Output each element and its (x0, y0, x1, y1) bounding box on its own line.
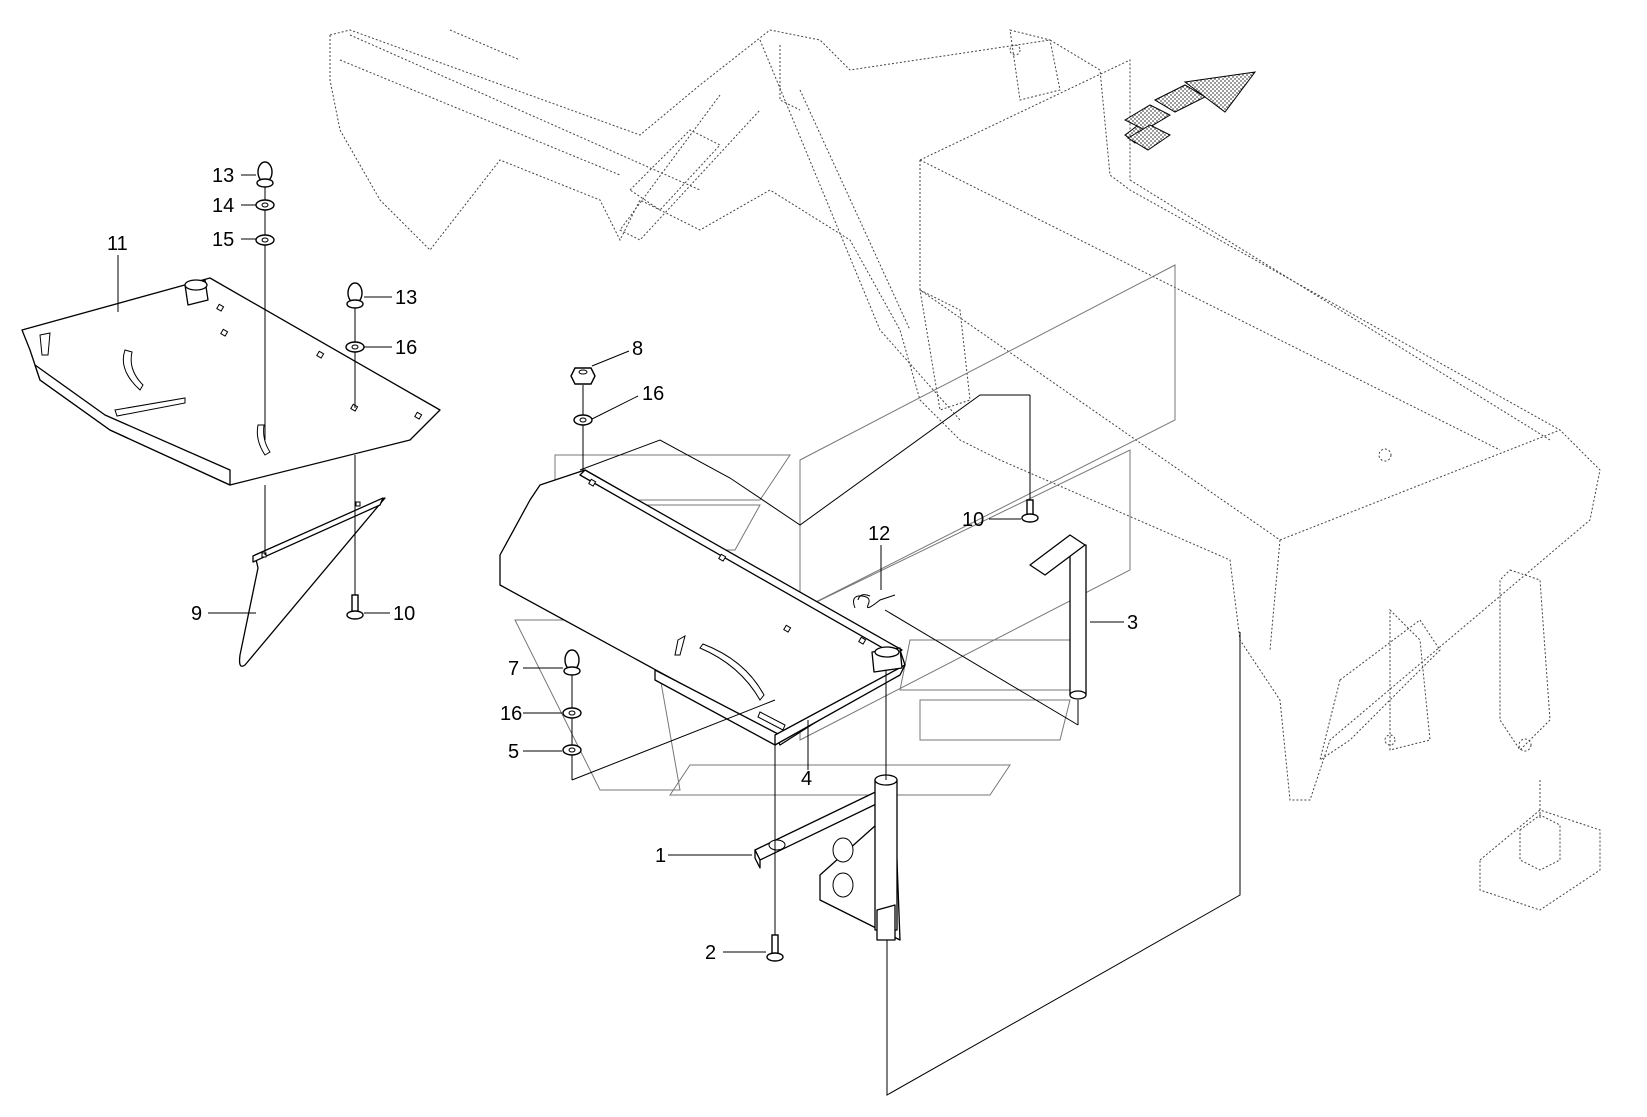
callout-7: 7 (508, 658, 519, 680)
callout-15: 15 (212, 229, 234, 251)
bolt-10-left (346, 594, 364, 620)
direction-arrow (1123, 71, 1257, 151)
part-11-left-plate (21, 277, 441, 486)
part-4-center-plate (499, 469, 906, 746)
washer-14 (255, 199, 275, 211)
callout-5: 5 (508, 741, 519, 763)
left-fastener-lines (264, 185, 356, 600)
callout-11: 11 (107, 233, 128, 255)
callout-13-lower: 13 (395, 287, 417, 309)
callout-10-right: 10 (962, 509, 984, 531)
nut-8 (570, 367, 596, 385)
callout-1: 1 (655, 845, 666, 867)
callout-3: 3 (1127, 612, 1138, 634)
washer-16-left (345, 341, 365, 353)
part-1-pivot-bracket (754, 774, 901, 941)
callout-14: 14 (212, 195, 234, 217)
washer-5 (562, 744, 582, 756)
washer-15 (255, 234, 275, 246)
callout-9: 9 (191, 603, 202, 625)
callout-16-lower: 16 (500, 703, 522, 725)
callout-labels: 13 14 15 11 13 16 9 10 8 16 7 16 5 12 10… (107, 165, 1138, 964)
part-12-clip (853, 594, 896, 609)
part-3-pin (1029, 534, 1087, 700)
callout-10-left: 10 (393, 603, 415, 625)
callout-leaders (117, 174, 1124, 953)
eyebolt-13-lower (346, 282, 364, 309)
callout-8: 8 (632, 338, 643, 360)
eyebolt-7 (563, 649, 581, 676)
part-9-left-bracket (238, 497, 386, 667)
bolt-10-right (1021, 499, 1039, 523)
callout-16-left: 16 (395, 337, 417, 359)
eyebolt-13-upper (256, 161, 274, 188)
callout-16-center: 16 (642, 383, 664, 405)
bolt-2 (766, 934, 784, 962)
washer-16-center (573, 414, 593, 426)
machine-frame-ghost (329, 29, 1601, 911)
washer-16-lower (562, 707, 582, 719)
callout-2: 2 (705, 942, 716, 964)
callout-12: 12 (868, 523, 890, 545)
center-fastener-lines (571, 385, 1241, 1096)
callout-13-upper: 13 (212, 165, 234, 187)
callout-4: 4 (801, 768, 812, 790)
